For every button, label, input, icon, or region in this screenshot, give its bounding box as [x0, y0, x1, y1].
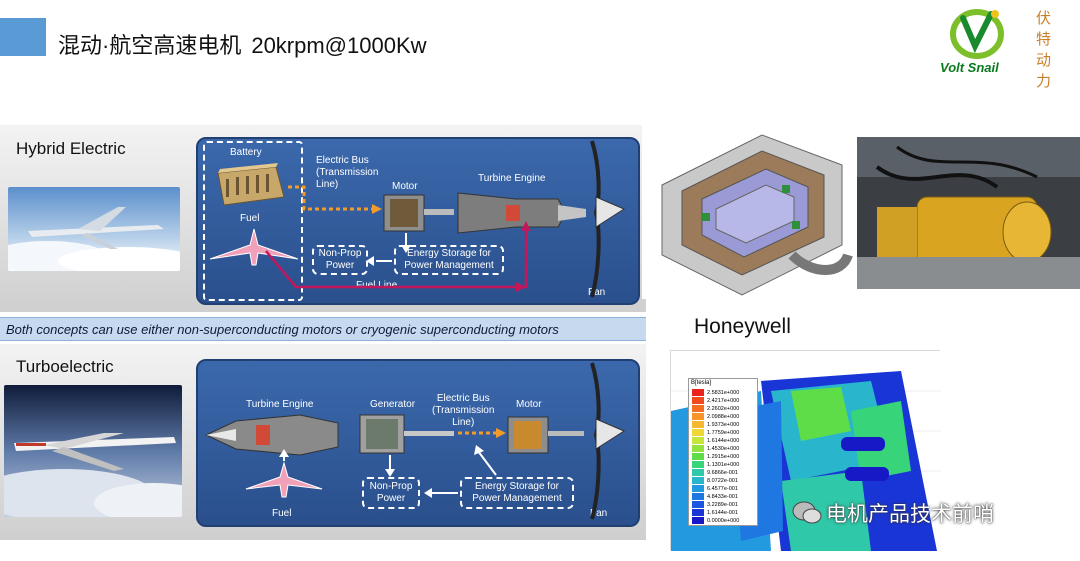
- legend-row: 0.0000e+000: [692, 517, 756, 525]
- hybrid-electric-bus-label: Electric Bus (Transmission Line): [316, 155, 379, 190]
- legend-value: 1.6144e+000: [707, 438, 740, 444]
- legend-swatch: [692, 445, 704, 452]
- legend-row: 9.6866e-001: [692, 469, 756, 477]
- turboelectric-heading: Turboelectric: [16, 357, 114, 376]
- legend-swatch: [692, 429, 704, 436]
- legend-swatch: [692, 453, 704, 460]
- logo-brand-text: Volt Snail: [940, 60, 999, 75]
- turbo-electric-bus-label: Electric Bus (Transmission Line): [432, 393, 495, 428]
- legend-value: 2.4217e+000: [707, 398, 740, 404]
- hybrid-fuel-aircraft-icon: [209, 228, 299, 266]
- slide-title-spec: 20krpm@1000Kw: [251, 33, 427, 58]
- concepts-banner: Both concepts can use either non-superco…: [0, 317, 646, 341]
- turbo-fuel-label: Fuel: [272, 508, 292, 519]
- fuel-line-label: Fuel Line: [356, 280, 398, 291]
- legend-row: 1.4530e+000: [692, 445, 756, 453]
- hybrid-fuel-label: Fuel: [240, 213, 260, 224]
- legend-swatch: [692, 461, 704, 468]
- legend-swatch: [692, 501, 704, 508]
- legend-row: 2.2602e+000: [692, 405, 756, 413]
- volt-snail-logo: [931, 2, 1027, 98]
- legend-row: 6.4577e-001: [692, 485, 756, 493]
- legend-value: 1.1301e+000: [707, 462, 740, 468]
- hybrid-turbine-label: Turbine Engine: [478, 173, 546, 184]
- legend-row: 1.7759e+000: [692, 429, 756, 437]
- volt-snail-mark-icon: [950, 9, 1004, 59]
- legend-row: 2.5831e+000: [692, 389, 756, 397]
- turboelectric-flow-graphics: [204, 362, 626, 520]
- hybrid-heading: Hybrid Electric: [16, 139, 126, 158]
- legend-swatch: [692, 469, 704, 476]
- turbo-generator-label: Generator: [370, 399, 416, 410]
- slide-title: 混动·航空高速电机 20krpm@1000Kw: [58, 28, 427, 60]
- hybrid-fan-label: Fan: [588, 287, 606, 298]
- field-legend: B[tesla] 2.5831e+000 2.4217e+000 2.2602e+0…: [688, 378, 758, 526]
- hybrid-motor-label: Motor: [392, 181, 418, 192]
- concepts-figure: Hybrid Electric Turboelectric Battery: [0, 125, 646, 540]
- legend-row: 4.8433e-001: [692, 493, 756, 501]
- legend-swatch: [692, 493, 704, 500]
- legend-row: 8.0722e-001: [692, 477, 756, 485]
- legend-swatch: [692, 397, 704, 404]
- legend-swatch: [692, 437, 704, 444]
- legend-swatch: [692, 485, 704, 492]
- legend-swatch: [692, 477, 704, 484]
- legend-value: 3.2289e-001: [707, 502, 738, 508]
- legend-row: 1.1301e+000: [692, 461, 756, 469]
- honeywell-label: Honeywell: [694, 315, 791, 338]
- turbo-non-prop-box: Non-Prop Power: [362, 477, 420, 509]
- legend-value: 2.5831e+000: [707, 390, 740, 396]
- hybrid-plane-image: [8, 187, 180, 271]
- watermark-text: 电机产品技术前哨: [826, 503, 994, 526]
- hybrid-non-prop-box: Non-Prop Power: [312, 245, 368, 275]
- legend-value: 1.4530e+000: [707, 446, 740, 452]
- legend-swatch: [692, 421, 704, 428]
- turbo-energy-storage-box: Energy Storage for Power Management: [460, 477, 574, 509]
- hybrid-energy-storage-box: Energy Storage for Power Management: [394, 245, 504, 275]
- title-accent-bar: [0, 18, 46, 56]
- turbo-fan-label: Fan: [590, 508, 608, 519]
- legend-value: 4.8433e-001: [707, 494, 738, 500]
- slide-title-text: 混动·航空高速电机: [58, 33, 242, 58]
- wechat-icon: [792, 501, 822, 524]
- turbo-motor-label: Motor: [516, 399, 542, 410]
- motor-test-bench-image: [857, 137, 1080, 289]
- legend-row: 3.2289e-001: [692, 501, 756, 509]
- legend-row: 2.0988e+000: [692, 413, 756, 421]
- battery-icon: [217, 163, 285, 206]
- legend-row: 1.6144e-001: [692, 509, 756, 517]
- turboelectric-plane-image: [4, 385, 182, 517]
- legend-value: 1.2915e+000: [707, 454, 740, 460]
- legend-value: 9.6866e-001: [707, 470, 738, 476]
- legend-row: 1.2915e+000: [692, 453, 756, 461]
- battery-label: Battery: [230, 147, 262, 158]
- legend-value: 1.9373e+000: [707, 422, 740, 428]
- legend-swatch: [692, 517, 704, 524]
- legend-row: 2.4217e+000: [692, 397, 756, 405]
- battery-fuel-box: [203, 141, 303, 301]
- legend-value: 8.0722e-001: [707, 478, 738, 484]
- legend-value: 6.4577e-001: [707, 486, 738, 492]
- hybrid-flow-graphics: [265, 140, 626, 298]
- legend-value: 2.2602e+000: [707, 406, 740, 412]
- turbo-turbine-label: Turbine Engine: [246, 399, 314, 410]
- legend-row: 1.6144e+000: [692, 437, 756, 445]
- concepts-banner-text: Both concepts can use either non-superco…: [6, 322, 559, 337]
- legend-swatch: [692, 405, 704, 412]
- legend-swatch: [692, 509, 704, 516]
- legend-swatch: [692, 389, 704, 396]
- logo-chinese-text: 伏特动力: [1036, 9, 1052, 90]
- legend-value: 1.7759e+000: [707, 430, 740, 436]
- legend-value: 1.6144e-001: [707, 510, 738, 516]
- motor-cutaway-image: [642, 125, 856, 299]
- legend-value: 0.0000e+000: [707, 518, 740, 524]
- legend-swatch: [692, 413, 704, 420]
- legend-value: 2.0988e+000: [707, 414, 740, 420]
- legend-title: B[tesla]: [691, 380, 712, 386]
- legend-row: 1.9373e+000: [692, 421, 756, 429]
